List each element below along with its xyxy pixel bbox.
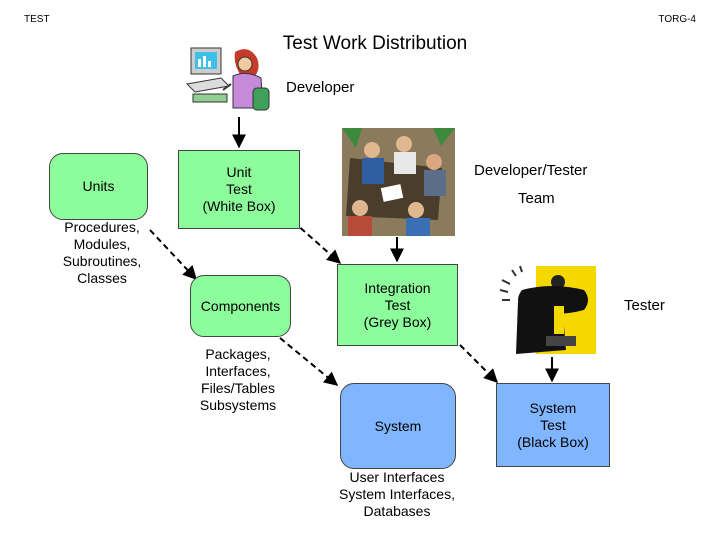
- components-text: Components: [200, 297, 281, 314]
- system-test-box: System Test (Black Box): [496, 383, 610, 467]
- system-test-text: System Test (Black Box): [517, 399, 589, 450]
- devtester-team-label: Team: [518, 190, 555, 207]
- system-detail: User Interfaces System Interfaces, Datab…: [339, 469, 455, 519]
- components-detail: Packages, Interfaces, Files/Tables Subsy…: [199, 346, 277, 413]
- integration-test-text: Integration Test (Grey Box): [363, 279, 432, 330]
- team-meeting-clipart: [342, 128, 455, 236]
- header-left: TEST: [24, 14, 50, 25]
- unit-test-box: Unit Test (White Box): [178, 150, 300, 229]
- tester-label: Tester: [624, 297, 665, 314]
- page-title: Test Work Distribution: [282, 33, 468, 54]
- units-detail: Procedures, Modules, Subroutines, Classe…: [62, 219, 142, 286]
- units-box: Units: [49, 153, 148, 220]
- units-text: Units: [82, 178, 115, 194]
- tester-clipart: [499, 265, 596, 354]
- developer-label: Developer: [286, 79, 355, 96]
- integration-test-box: Integration Test (Grey Box): [337, 264, 458, 346]
- edge-components-to-system: [279, 337, 339, 386]
- edge-units-to-components: [149, 229, 197, 281]
- devtester-label: Developer/Tester: [474, 162, 588, 179]
- system-box: System: [340, 383, 456, 469]
- components-box: Components: [190, 275, 291, 337]
- header-right: TORG-4: [658, 14, 696, 25]
- unit-test-text: Unit Test (White Box): [202, 164, 276, 214]
- system-text: System: [374, 417, 422, 434]
- developer-clipart: [185, 47, 270, 111]
- edge-integration-to-systemtest: [459, 344, 498, 383]
